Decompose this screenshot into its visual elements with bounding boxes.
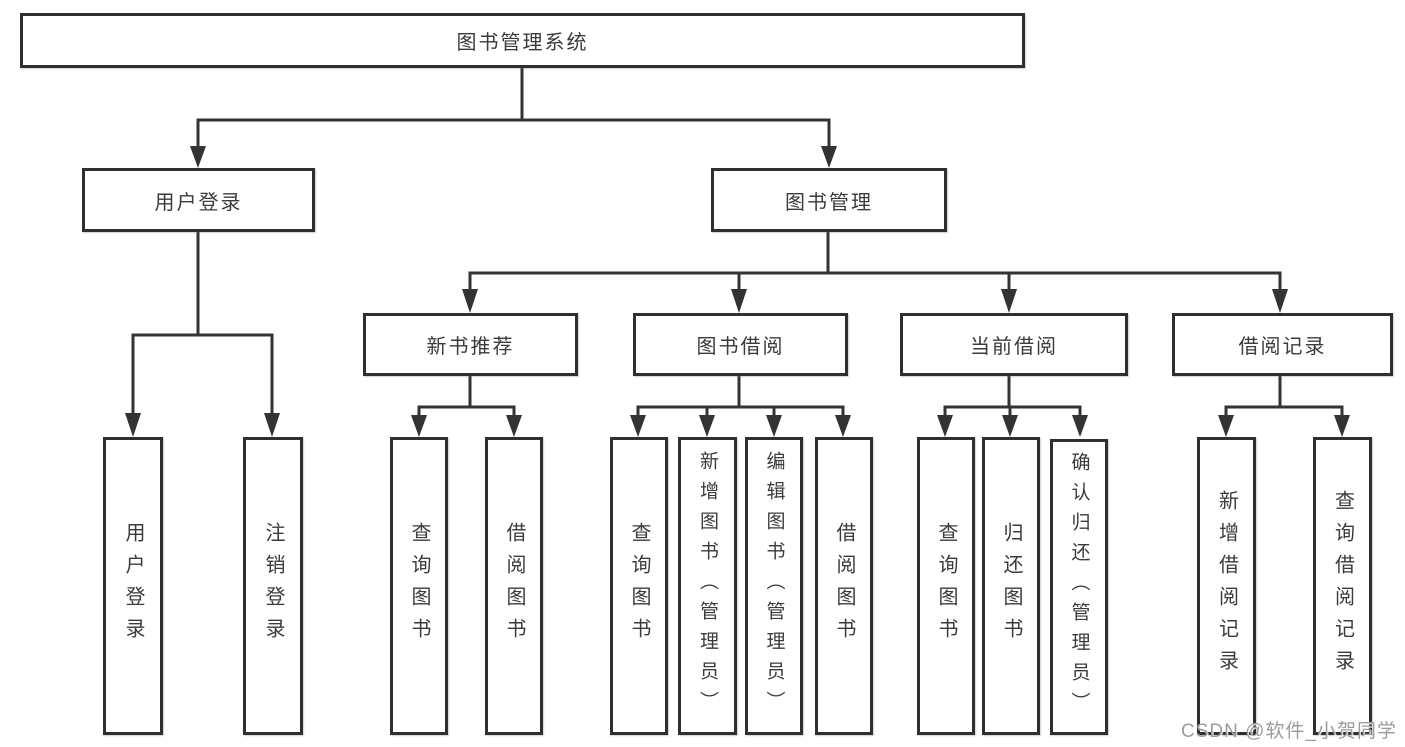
node-nb-borrow-books: 借阅图书 bbox=[485, 437, 543, 735]
node-nb-query-books: 查询图书 bbox=[390, 437, 448, 735]
node-bb-add-books-admin: 新增图书（管理员） bbox=[678, 437, 737, 735]
node-new-book-recommend: 新书推荐 bbox=[363, 313, 578, 376]
connector-book-mgmt-stem bbox=[468, 232, 1282, 275]
node-cb-confirm-return-admin: 确认归还（管理员） bbox=[1050, 439, 1108, 735]
node-label: 编辑图书（管理员） bbox=[763, 451, 785, 721]
node-label: 查询图书 bbox=[408, 522, 430, 650]
node-label: 新增借阅记录 bbox=[1215, 490, 1238, 682]
node-label: 注销登录 bbox=[262, 522, 284, 650]
node-label: 图书管理 bbox=[785, 191, 873, 214]
node-label: 借阅图书 bbox=[833, 522, 855, 650]
node-br-query-record: 查询借阅记录 bbox=[1313, 437, 1372, 735]
node-label: 图书管理系统 bbox=[456, 32, 589, 54]
csdn-watermark: CSDN @软件_小贺同学 bbox=[1181, 721, 1397, 742]
connector-root-stem bbox=[196, 68, 831, 122]
node-label: 借阅记录 bbox=[1238, 336, 1327, 358]
connector-user-login-stem bbox=[131, 232, 274, 337]
node-br-add-record: 新增借阅记录 bbox=[1197, 437, 1256, 735]
arrowheads bbox=[125, 146, 1350, 437]
node-user-login-action: 用户登录 bbox=[103, 437, 163, 735]
node-label: 查询图书 bbox=[628, 522, 650, 650]
node-label: 新书推荐 bbox=[426, 336, 515, 358]
node-book-management-system: 图书管理系统 bbox=[20, 13, 1025, 68]
node-label: 用户登录 bbox=[154, 191, 243, 214]
node-bb-borrow-books: 借阅图书 bbox=[815, 437, 873, 735]
node-logout: 注销登录 bbox=[243, 437, 303, 735]
node-label: 归还图书 bbox=[1000, 522, 1022, 650]
connector-borrow-records-stem bbox=[1224, 376, 1344, 409]
node-label: 借阅图书 bbox=[503, 522, 525, 650]
node-user-login: 用户登录 bbox=[82, 168, 315, 232]
node-borrowing-records: 借阅记录 bbox=[1172, 313, 1393, 376]
node-cb-return-books: 归还图书 bbox=[982, 437, 1040, 735]
node-label: 用户登录 bbox=[122, 522, 144, 650]
connector-new-books-stem bbox=[417, 376, 516, 409]
node-label: 当前借阅 bbox=[970, 336, 1058, 358]
node-label: 新增图书（管理员） bbox=[697, 451, 718, 721]
connector-book-borrow-stem bbox=[636, 376, 845, 409]
node-bb-edit-books-admin: 编辑图书（管理员） bbox=[745, 437, 803, 735]
node-label: 查询借阅记录 bbox=[1331, 490, 1354, 682]
node-book-management: 图书管理 bbox=[711, 168, 947, 232]
node-current-borrowing: 当前借阅 bbox=[900, 313, 1128, 376]
node-bb-query-books: 查询图书 bbox=[610, 437, 668, 735]
node-label: 确认归还（管理员） bbox=[1068, 452, 1090, 722]
node-label: 图书借阅 bbox=[696, 336, 785, 358]
connector-current-borrow-stem bbox=[943, 376, 1082, 409]
node-cb-query-books: 查询图书 bbox=[917, 437, 975, 735]
node-book-borrowing: 图书借阅 bbox=[633, 313, 848, 376]
node-label: 查询图书 bbox=[935, 522, 957, 650]
